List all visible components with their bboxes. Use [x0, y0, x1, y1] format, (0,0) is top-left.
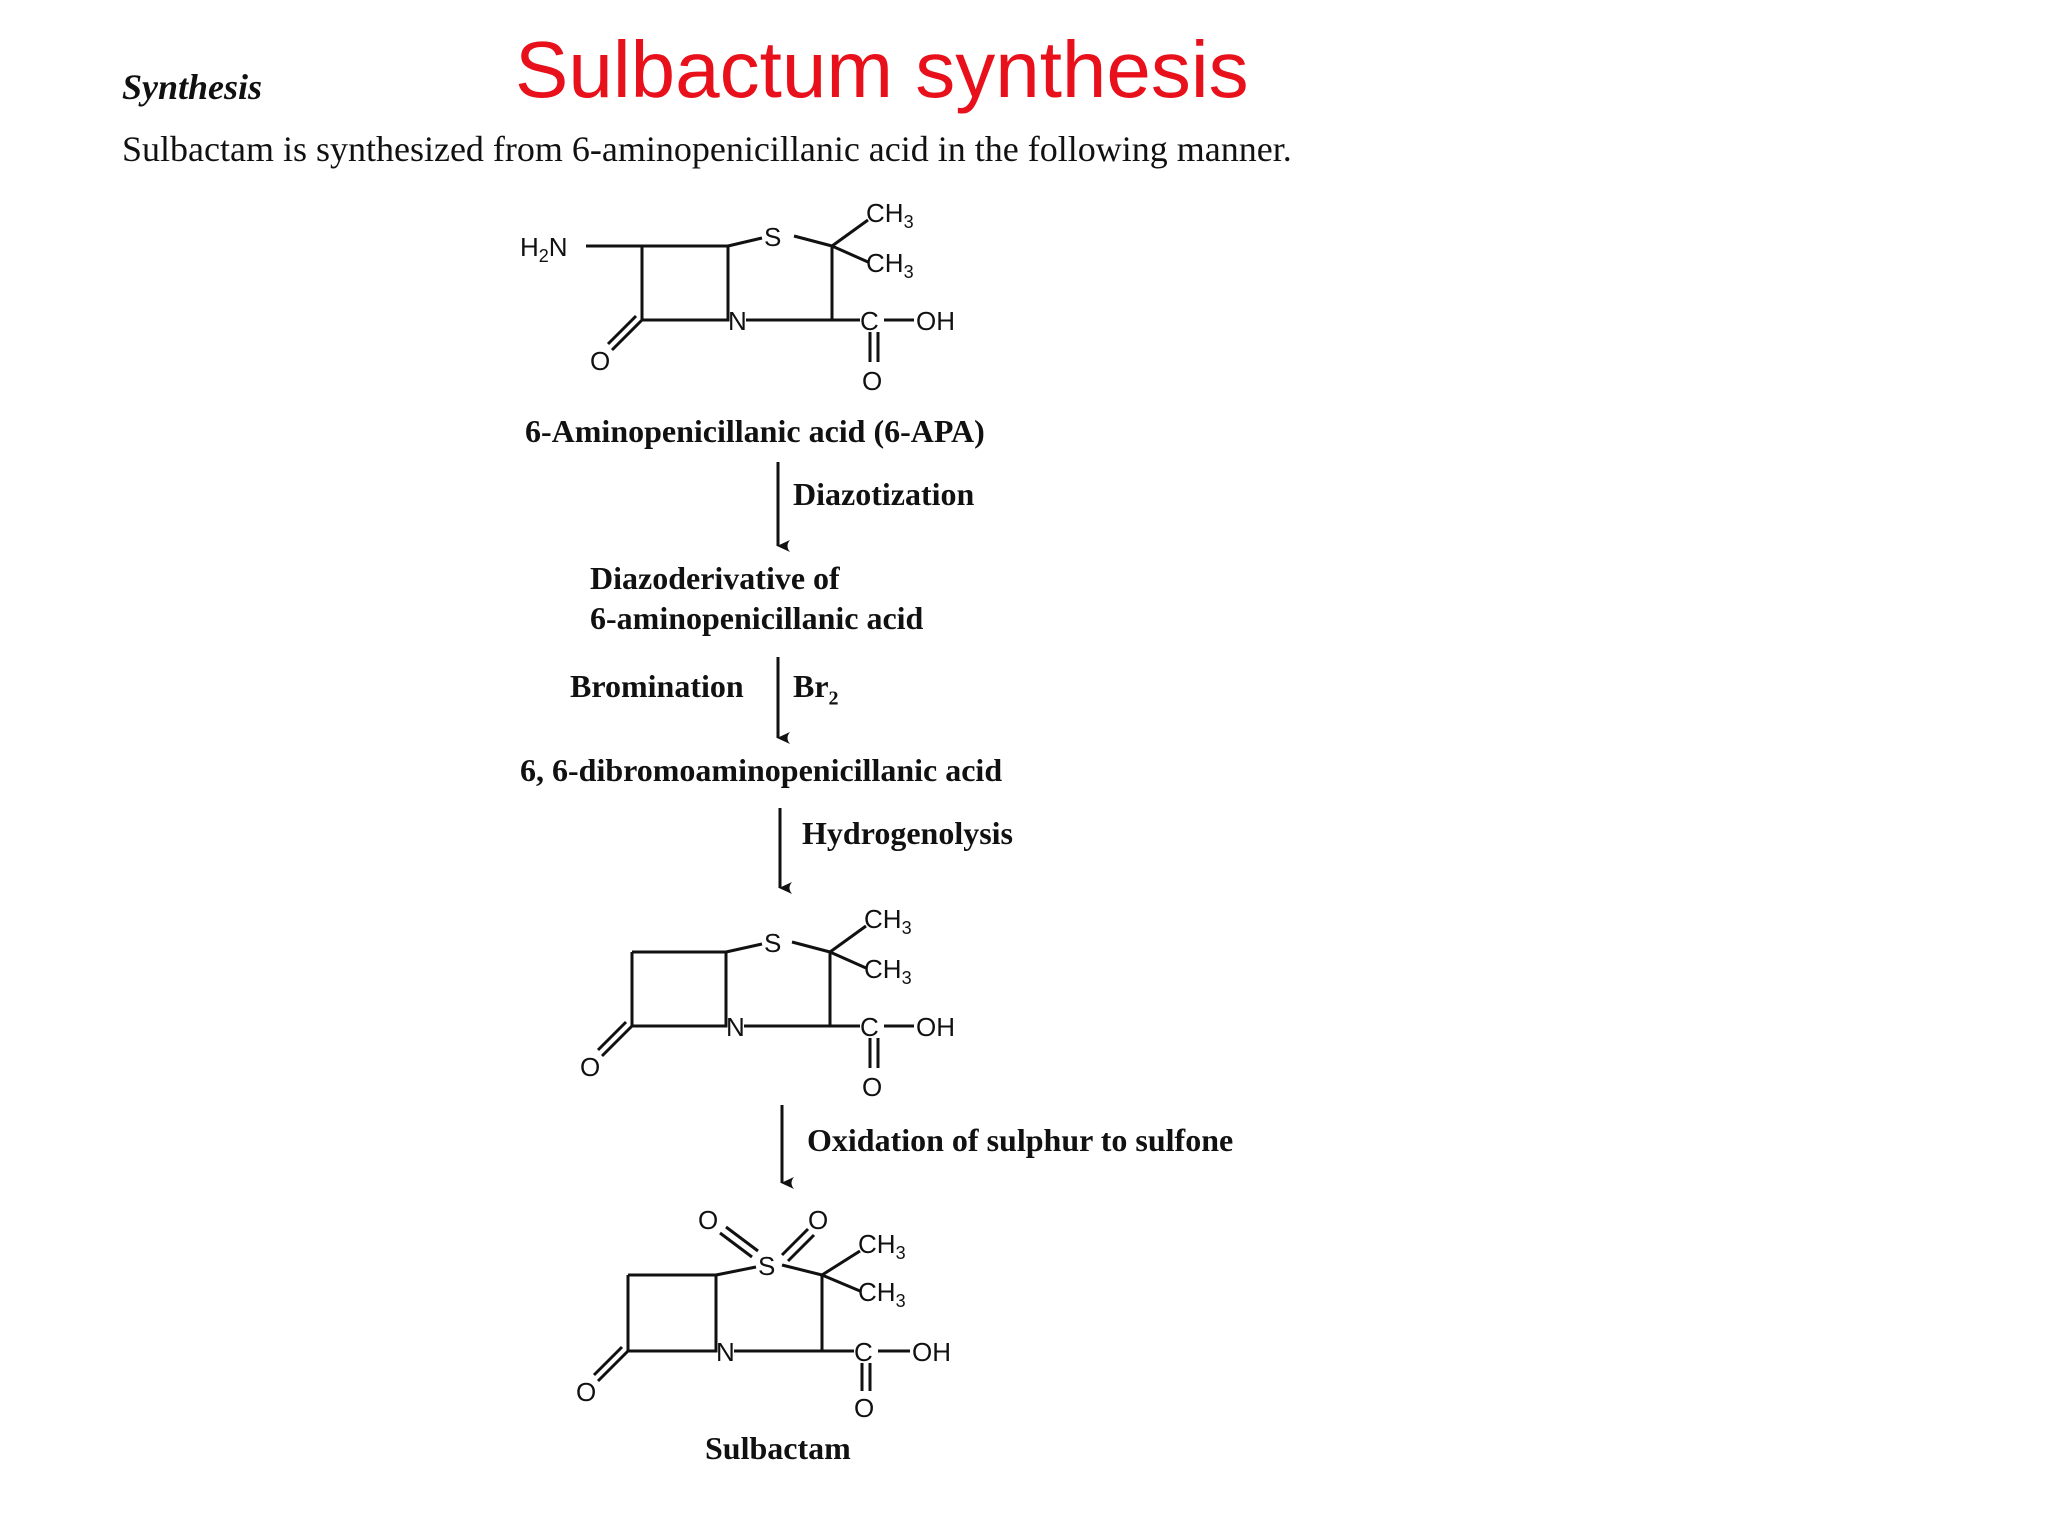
sulfur-atom: S — [758, 1251, 775, 1281]
beta-lactam-oxygen: O — [580, 1052, 600, 1082]
nitrogen-atom: N — [716, 1337, 735, 1367]
hydrogenolysis-label: Hydrogenolysis — [802, 815, 1013, 851]
page-title: Sulbactum synthesis — [515, 25, 1249, 114]
section-heading: Synthesis — [122, 67, 263, 107]
hydroxyl-group: OH — [912, 1337, 951, 1367]
carboxyl-carbon: C — [854, 1337, 873, 1367]
nitrogen-atom: N — [726, 1012, 745, 1042]
structure-penicillanic-acid: S N O C OH O CH3 CH3 — [580, 904, 955, 1102]
diazotization-label: Diazotization — [793, 476, 975, 512]
apa-name: 6-Aminopenicillanic acid (6-APA) — [525, 413, 985, 449]
dibromo-name: 6, 6-dibromoaminopenicillanic acid — [520, 752, 1003, 788]
sulfone-oxygen-1: O — [698, 1205, 718, 1235]
hydroxyl-group: OH — [916, 306, 955, 336]
br2-reagent: Br2 — [793, 668, 839, 710]
beta-lactam-oxygen: O — [590, 346, 610, 376]
carbonyl-oxygen: O — [862, 1072, 882, 1102]
methyl-group-1: CH3 — [864, 904, 912, 938]
sulfur-atom: S — [764, 222, 781, 252]
oxidation-label: Oxidation of sulphur to sulfone — [807, 1122, 1234, 1158]
br2-subscript: 2 — [828, 687, 839, 710]
carbonyl-oxygen: O — [854, 1393, 874, 1423]
sulbactam-name: Sulbactam — [705, 1430, 851, 1466]
methyl-group-2: CH3 — [866, 248, 914, 282]
nitrogen-atom: N — [728, 306, 747, 336]
methyl-group-1: CH3 — [866, 198, 914, 232]
sulfone-oxygen-2: O — [808, 1205, 828, 1235]
methyl-group-1: CH3 — [858, 1229, 906, 1263]
methyl-group-2: CH3 — [858, 1277, 906, 1311]
intro-text: Sulbactam is synthesized from 6-aminopen… — [122, 129, 1292, 169]
bromination-label: Bromination — [570, 668, 744, 704]
amino-group: H2N — [520, 232, 568, 266]
structure-sulbactam: O O S N O C OH O CH3 CH3 — [576, 1205, 951, 1423]
diazo-name-line1: Diazoderivative of — [590, 560, 840, 596]
br2-symbol: Br — [793, 668, 829, 704]
hydroxyl-group: OH — [916, 1012, 955, 1042]
carbonyl-oxygen: O — [862, 366, 882, 396]
sulfur-atom: S — [764, 928, 781, 958]
beta-lactam-oxygen: O — [576, 1377, 596, 1407]
carboxyl-carbon: C — [860, 1012, 879, 1042]
methyl-group-2: CH3 — [864, 954, 912, 988]
carboxyl-carbon: C — [860, 306, 879, 336]
structure-6-apa: H2N S N O C OH O CH3 CH3 — [520, 198, 955, 396]
diazo-name-line2: 6-aminopenicillanic acid — [590, 600, 924, 636]
